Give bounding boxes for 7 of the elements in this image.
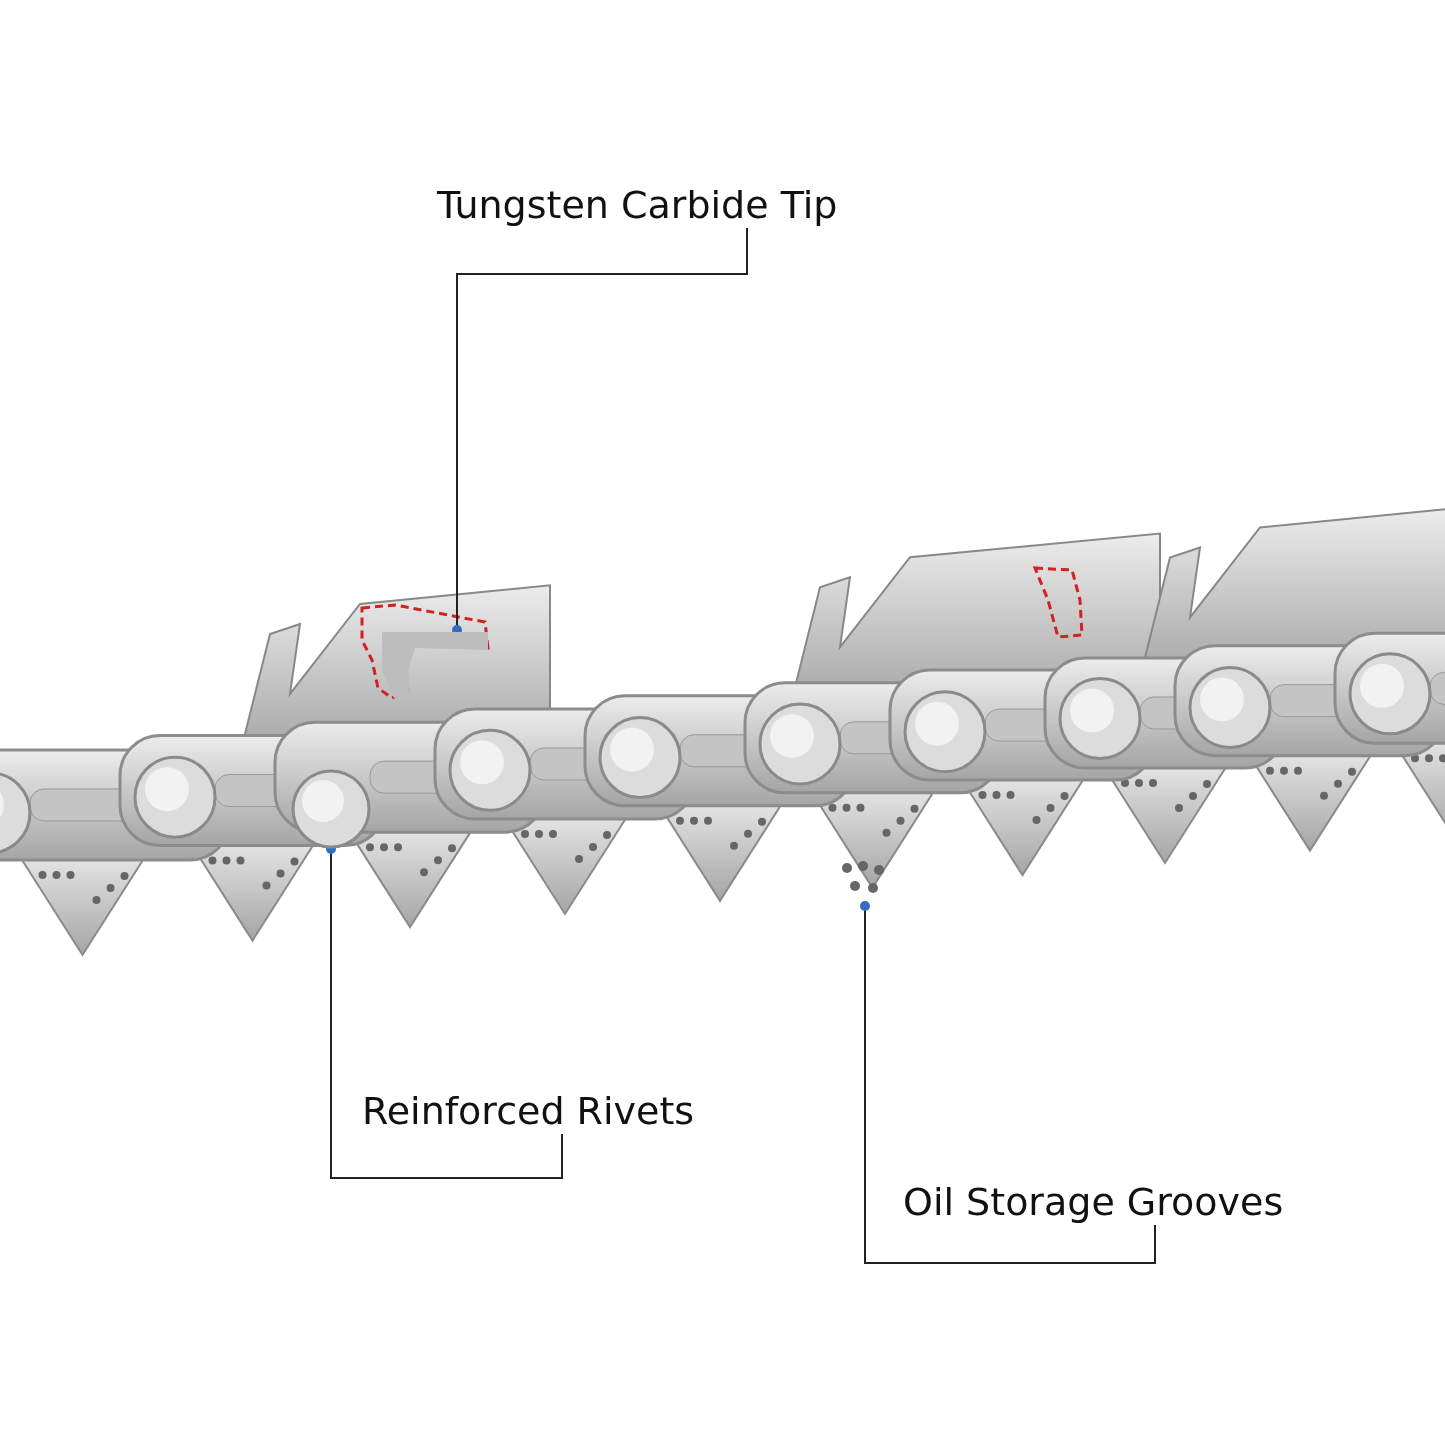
callout-label: Oil Storage Grooves <box>903 1179 1284 1225</box>
leader-line <box>860 901 1156 1264</box>
carbide-tip-drawing <box>380 630 490 700</box>
leader-line <box>452 227 748 635</box>
callout-label: Tungsten Carbide Tip <box>437 182 838 228</box>
rivet-drawing <box>291 769 371 849</box>
callout-label: Reinforced Rivets <box>362 1088 695 1134</box>
